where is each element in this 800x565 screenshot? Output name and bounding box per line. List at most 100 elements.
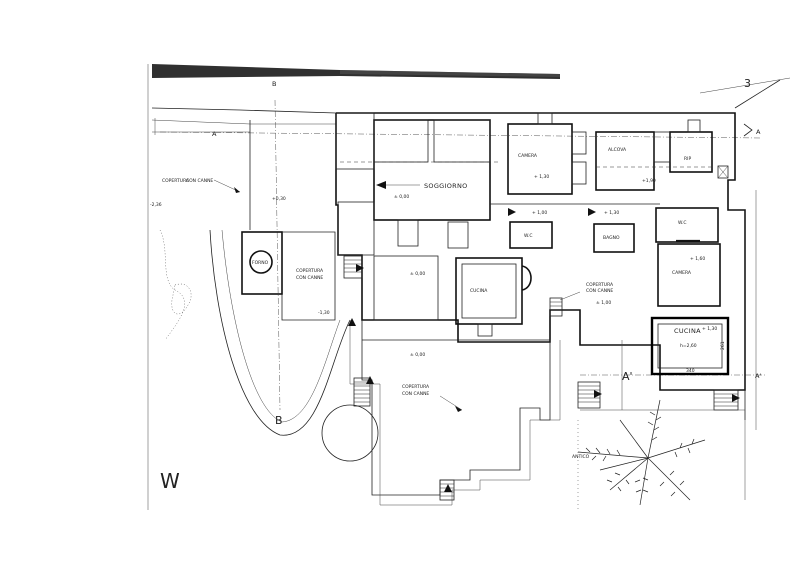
right-cross-box	[717, 165, 729, 179]
cucina-mid-apse	[521, 265, 532, 291]
room-bagno	[593, 223, 635, 253]
level-corridor-2: + 1,30	[604, 210, 619, 216]
room-label-rip: RIP	[684, 156, 691, 162]
step-arrow-2	[366, 376, 374, 384]
room-label-wc-right: W.C	[678, 220, 687, 226]
right-court-arrow	[559, 291, 581, 301]
copertura-forno-2: CON CANNE	[296, 275, 323, 281]
garden-path-outer	[209, 229, 351, 436]
sheet-number: 3	[744, 77, 751, 90]
cucina-mid-block	[447, 221, 469, 249]
cucina-right-height: h=2,60	[680, 343, 697, 349]
cucina-right-inner	[657, 323, 723, 369]
section-line-a	[159, 131, 761, 139]
forno-area-wall	[281, 231, 336, 321]
sheet-number-rule	[699, 77, 791, 94]
scan-shadow-fade	[340, 70, 560, 77]
copertura-lower-1: COPERTURA	[402, 384, 430, 390]
room-label-cucina-mid: CUCINA	[470, 288, 488, 294]
level-forno-area: -1,30	[318, 310, 330, 316]
copertura-lower-arrow	[439, 395, 463, 411]
room-label-bagno: BAGNO	[603, 235, 620, 241]
room-label-wc-mid: W.C	[524, 233, 533, 239]
tree-label: ANTICO	[572, 454, 590, 460]
room-cucina-mid	[455, 257, 523, 325]
room-wc-right	[655, 207, 719, 243]
camera-top-chimney	[537, 112, 553, 125]
level-court-mid: ± 0,00	[410, 271, 425, 277]
level-corridor-1: + 1,00	[532, 210, 547, 216]
copertura-forno-1: COPERTURA	[296, 268, 324, 274]
stairs-cucina	[549, 297, 563, 317]
section-mark-a-right: A	[756, 128, 761, 136]
room-label-soggiorno: SOGGIORNO	[424, 182, 468, 190]
forno-oven	[249, 250, 273, 274]
corner-mark: W	[160, 469, 180, 493]
cross-box-line-2	[717, 165, 729, 179]
level-left-outside: -2,36	[150, 202, 162, 208]
soggiorno-arrow	[376, 181, 386, 189]
cucina-mid-pier	[477, 323, 493, 337]
section-line-b	[274, 99, 281, 411]
section-mark-a-left: A	[212, 130, 217, 138]
soggiorno-block-left	[335, 112, 375, 170]
level-left-yard: +0,30	[272, 196, 286, 202]
section-mark-a-prime-left: A'	[622, 370, 633, 383]
room-label-alcova: ALCOVA	[608, 147, 627, 153]
step-arrow-1	[348, 318, 356, 326]
copertura-left-1: COPERTURA	[162, 178, 190, 184]
lower-court-wall	[361, 320, 551, 496]
right-boundary	[734, 79, 781, 109]
camera-top-niche-2	[571, 161, 587, 185]
section-mark-a-prime-right: A'	[755, 372, 762, 380]
corridor-arrow-1	[508, 208, 516, 216]
copertura-right-1: COPERTURA	[586, 282, 614, 288]
rip-block	[653, 131, 671, 163]
copertura-right-2: CON CANNE	[586, 288, 613, 294]
lower-right-boundary	[580, 409, 746, 500]
terrain-contour-2	[171, 283, 192, 315]
lower-court-outer	[349, 320, 561, 506]
copertura-left-2: CON CANNE	[186, 178, 213, 184]
cucina-mid-inner	[461, 263, 517, 319]
room-label-camera-right: CAMERA	[672, 270, 692, 276]
copertura-lower-2: CON CANNE	[402, 391, 429, 397]
level-right-court: ± 1,00	[596, 300, 611, 306]
room-label-cucina-right: CUCINA	[674, 327, 701, 335]
step-arrow-6	[356, 264, 364, 272]
camera-top-niche	[571, 131, 587, 155]
room-label-forno: FORNO	[252, 260, 269, 266]
level-lower-court: ± 0,00	[410, 352, 425, 358]
cucina-right-dim-height: 261	[720, 341, 726, 350]
garden-path-inner	[221, 229, 341, 423]
soggiorno-niche-2	[433, 119, 491, 163]
cucina-right-dim-width: 340	[686, 368, 695, 374]
step-arrow-4	[594, 390, 602, 398]
soggiorno-niche-1	[373, 119, 429, 163]
soggiorno-block-low	[397, 219, 419, 247]
forno-block	[241, 231, 283, 295]
copertura-left-arrowhead	[234, 187, 240, 193]
room-camera-top	[507, 123, 573, 195]
section-arrow-a-right	[743, 123, 753, 137]
terrain-contour-1	[159, 229, 185, 341]
section-mark-b-top: B	[272, 80, 277, 88]
room-wc-mid	[509, 221, 553, 249]
room-cucina-right	[650, 316, 730, 376]
road-edge-inner	[151, 119, 336, 125]
level-camera-top: + 1,30	[534, 174, 549, 180]
room-soggiorno	[373, 119, 491, 221]
room-camera-right	[657, 243, 721, 307]
corridor-arrow-2	[588, 208, 596, 216]
copertura-lower-arrowhead	[455, 406, 462, 412]
step-arrow-3	[444, 484, 452, 492]
palm-tree	[577, 399, 706, 506]
round-cistern	[321, 404, 379, 462]
level-alcova: +1,90	[642, 178, 656, 184]
court-middle	[373, 255, 439, 321]
room-label-camera-top: CAMERA	[518, 153, 538, 159]
soggiorno-block-lowleft	[337, 201, 375, 256]
level-camera-right: + 1,60	[690, 256, 705, 262]
alcova-chimney	[687, 119, 701, 133]
